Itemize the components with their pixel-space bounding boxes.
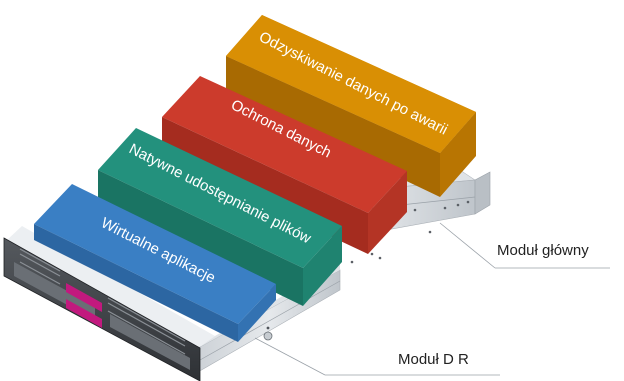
main-module-callout: Moduł główny	[439, 222, 610, 269]
dr-module-leader	[254, 337, 326, 376]
power-button-icon	[263, 331, 273, 341]
dr-module-callout: Moduł D R	[254, 337, 500, 376]
front-vents	[19, 248, 186, 355]
front-lcd-2	[66, 299, 102, 328]
layer-1: Wirtualne aplikacje	[34, 184, 276, 342]
main-module-leader	[439, 222, 496, 269]
dr-module-label: Moduł D R	[398, 351, 469, 368]
main-module-screws	[350, 200, 470, 264]
main-module-label: Moduł główny	[497, 242, 589, 259]
front-lcd-1	[66, 283, 102, 312]
